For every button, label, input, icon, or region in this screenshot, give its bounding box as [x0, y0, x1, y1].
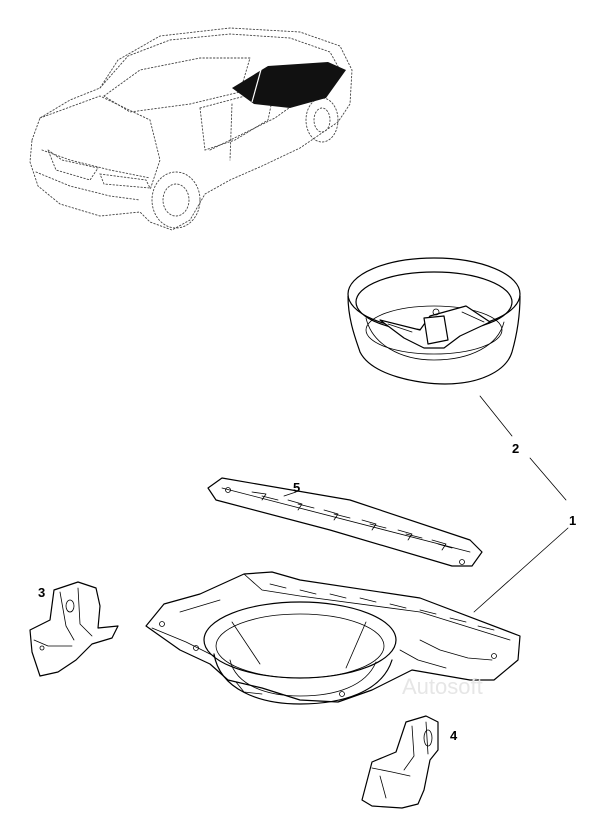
callout-5: 5: [293, 480, 300, 495]
left-bracket: [29, 581, 119, 677]
watermark: Autosoft: [402, 674, 483, 699]
callout-4: 4: [450, 728, 458, 743]
cross-member: [207, 477, 483, 567]
right-bracket: [361, 715, 439, 809]
callout-1: 1: [569, 513, 576, 528]
callout-3: 3: [38, 585, 45, 600]
spare-wheel-well: [347, 257, 521, 385]
callout-2: 2: [512, 441, 519, 456]
trunk-floor-panel: [145, 571, 521, 705]
leader-lines: [283, 395, 569, 613]
vehicle-overview: [29, 27, 353, 231]
